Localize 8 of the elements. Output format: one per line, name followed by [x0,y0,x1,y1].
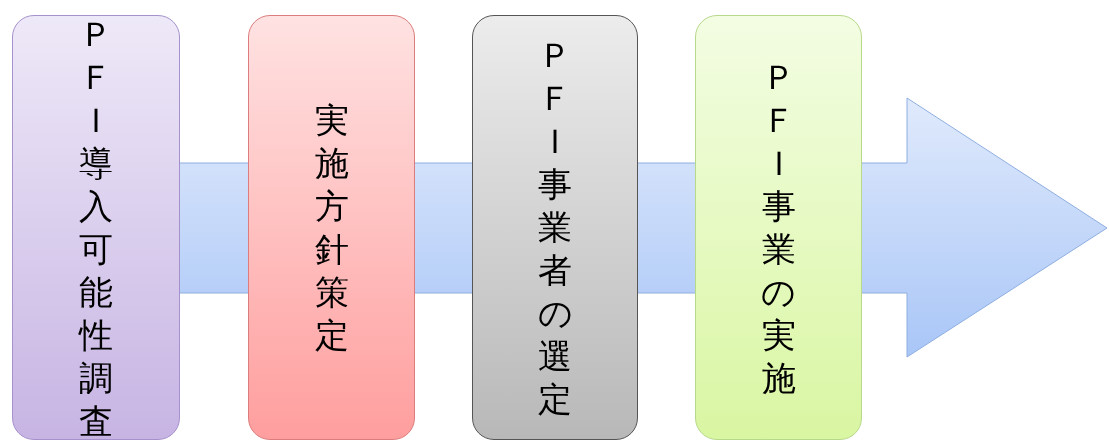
step-label: 実施方針策定 [313,98,350,357]
step-label: ＰＦＩ事業の実施 [760,55,797,400]
step-box [248,15,415,440]
step-box [695,15,862,440]
step-label: ＰＦＩ事業者の選定 [536,34,574,421]
step-box [12,15,180,440]
step-label: ＰＦＩ導入可能性調査 [77,12,114,443]
step-box [472,15,638,440]
